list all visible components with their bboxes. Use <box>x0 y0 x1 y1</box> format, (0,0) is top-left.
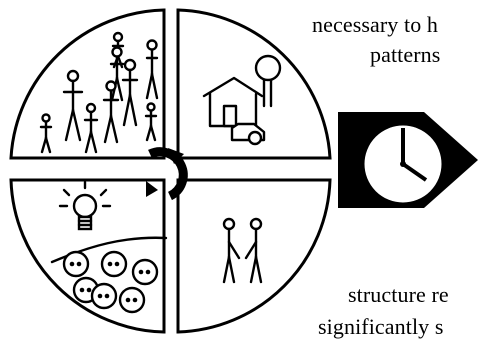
caption-line-3: structure re <box>348 282 449 307</box>
caption-line-1: necessary to h <box>312 12 439 37</box>
lightbulb-and-thinking-faces-icon <box>50 180 168 314</box>
caption-line-4: significantly s <box>318 314 444 339</box>
circular-cycle-arrows-icon <box>146 147 188 201</box>
house-tree-car-icon <box>202 54 282 146</box>
caption-line-2: patterns <box>370 42 441 67</box>
clock-arrow-icon <box>338 112 478 208</box>
crowd-of-people-icon <box>39 31 159 154</box>
quadrant-bottom-right <box>176 178 332 334</box>
handshake-people-icon <box>222 217 263 284</box>
quadrant-top-left <box>9 8 166 160</box>
